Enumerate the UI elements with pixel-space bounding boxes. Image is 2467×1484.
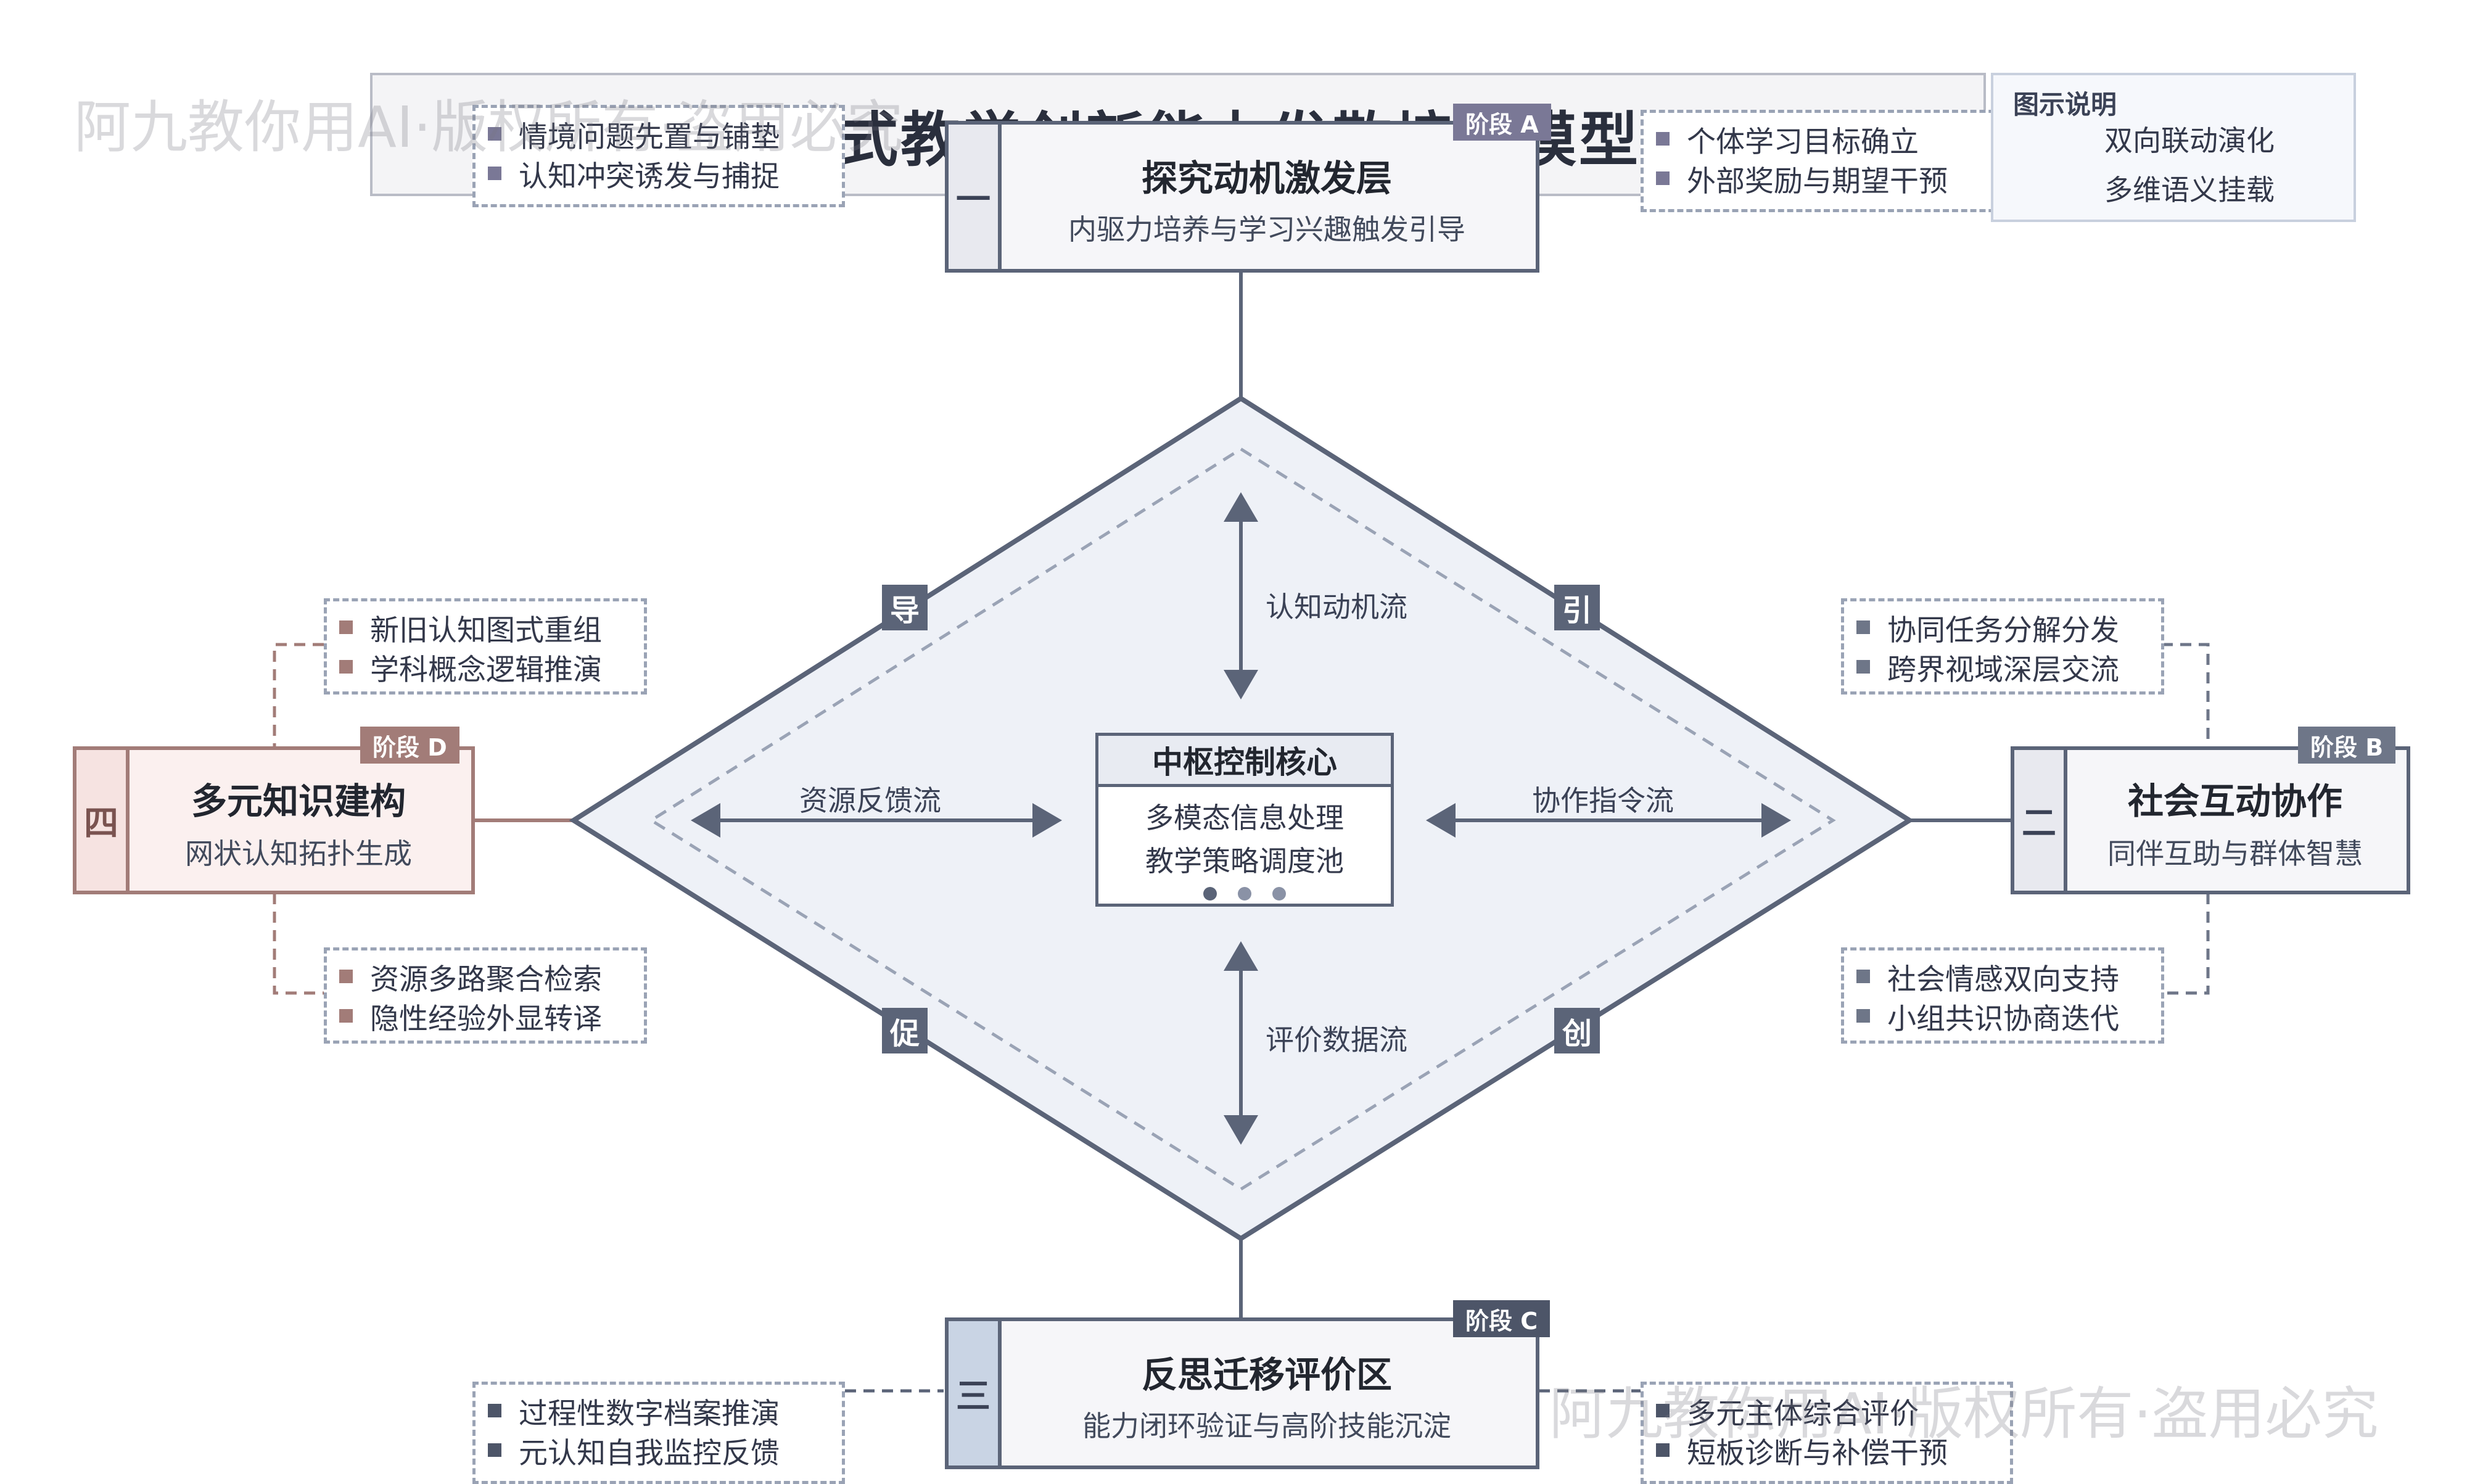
stage-b-number: 二 xyxy=(2014,750,2067,891)
watermark-top: 阿九教你用AI·版权所有·盗用必究 xyxy=(74,94,904,160)
stage-a-right-item-1: 个体学习目标确立 xyxy=(1687,125,1919,159)
hub-line-1: 多模态信息处理 xyxy=(1145,801,1344,835)
stage-c-node: 三 反思迁移评价区 能力闭环验证与高阶技能沉淀 xyxy=(945,1317,1539,1469)
legend-dashed-label: 多维语义挂载 xyxy=(2104,173,2275,207)
stage-c-right-item-1: 多元主体综合评价 xyxy=(1687,1396,1919,1431)
arrow-top xyxy=(1224,492,1258,699)
corner-marker-nw: 导 xyxy=(882,585,928,630)
stage-a-subtitle: 内驱力培养与学习兴趣触发引导 xyxy=(1068,213,1465,246)
legend: 图示说明 双向联动演化 多维语义挂载 xyxy=(1991,73,2356,222)
stage-d-node: 四 多元知识建构 网状认知拓扑生成 xyxy=(73,746,475,894)
stage-c-subtitle: 能力闭环验证与高阶技能沉淀 xyxy=(1082,1409,1451,1443)
legend-solid-label: 双向联动演化 xyxy=(2104,124,2275,157)
arrow-right xyxy=(1426,803,1791,838)
link-left-bottom xyxy=(273,893,324,995)
stage-a-right-box: 个体学习目标确立 外部奖励与期望干预 xyxy=(1641,110,2013,212)
stage-d-top-item-1: 新旧认知图式重组 xyxy=(370,613,602,648)
stage-c-left-item-1: 过程性数字档案推演 xyxy=(519,1396,780,1431)
stage-a-badge: 阶段 A xyxy=(1453,104,1551,141)
legend-title: 图示说明 xyxy=(2013,89,2117,120)
hub-dot-3 xyxy=(1272,887,1286,901)
stage-a-left-item-1: 情境问题先置与铺垫 xyxy=(519,120,780,154)
stage-a-number: 一 xyxy=(949,125,1002,269)
stage-d-top-box: 新旧认知图式重组 学科概念逻辑推演 xyxy=(324,598,647,695)
flow-label-left: 资源反馈流 xyxy=(799,784,941,817)
stage-d-bottom-item-2: 隐性经验外显转译 xyxy=(370,1002,602,1036)
stage-b-badge: 阶段 B xyxy=(2298,727,2396,764)
hub-dot-2 xyxy=(1238,887,1251,901)
central-hub: 中枢控制核心 多模态信息处理 教学策略调度池 xyxy=(1095,733,1394,907)
stage-b-top-box: 协同任务分解分发 跨界视域深层交流 xyxy=(1841,598,2164,695)
stage-d-title: 多元知识建构 xyxy=(191,780,406,822)
stage-b-top-item-2: 跨界视域深层交流 xyxy=(1887,653,2119,687)
stage-c-right-item-2: 短板诊断与补偿干预 xyxy=(1687,1436,1948,1470)
stage-b-top-item-1: 协同任务分解分发 xyxy=(1887,613,2119,648)
hub-dot-1 xyxy=(1203,887,1217,901)
corner-marker-sw: 促 xyxy=(882,1008,928,1053)
flow-label-bottom: 评价数据流 xyxy=(1266,1023,1407,1057)
stage-c-title: 反思迁移评价区 xyxy=(1141,1354,1392,1396)
stage-a-title: 探究动机激发层 xyxy=(1141,157,1392,199)
stage-c-left-item-2: 元认知自我监控反馈 xyxy=(519,1436,780,1470)
stage-b-bottom-box: 社会情感双向支持 小组共识协商迭代 xyxy=(1841,947,2164,1044)
link-left-top xyxy=(273,643,324,746)
stage-a-right-item-2: 外部奖励与期望干预 xyxy=(1687,164,1948,199)
flow-label-top: 认知动机流 xyxy=(1266,590,1407,624)
stage-d-subtitle: 网状认知拓扑生成 xyxy=(185,837,412,870)
stage-b-bottom-item-2: 小组共识协商迭代 xyxy=(1887,1002,2119,1036)
corner-marker-ne: 引 xyxy=(1554,585,1600,630)
corner-marker-se: 创 xyxy=(1554,1008,1600,1053)
stage-d-top-item-2: 学科概念逻辑推演 xyxy=(370,653,602,687)
stage-b-subtitle: 同伴互助与群体智慧 xyxy=(2107,837,2363,870)
stage-b-title: 社会互动协作 xyxy=(2127,780,2342,822)
stage-d-badge: 阶段 D xyxy=(360,727,459,764)
stage-a-node: 一 探究动机激发层 内驱力培养与学习兴趣触发引导 xyxy=(945,121,1539,273)
arrow-left xyxy=(691,803,1062,838)
stage-a-left-item-2: 认知冲突诱发与捕捉 xyxy=(519,159,780,194)
hub-dots xyxy=(1098,887,1391,901)
inner-dashed-diamond xyxy=(648,447,1836,1191)
flow-label-right: 协作指令流 xyxy=(1532,784,1674,817)
stage-a-left-box: 情境问题先置与铺垫 认知冲突诱发与捕捉 xyxy=(472,105,845,207)
stage-b-node: 二 社会互动协作 同伴互助与群体智慧 xyxy=(2011,746,2410,894)
stage-c-number: 三 xyxy=(949,1321,1002,1465)
stage-c-badge: 阶段 C xyxy=(1453,1300,1551,1337)
hub-line-2: 教学策略调度池 xyxy=(1145,844,1344,878)
stage-c-left-box: 过程性数字档案推演 元认知自我监控反馈 xyxy=(472,1382,845,1484)
stage-d-bottom-item-1: 资源多路聚合检索 xyxy=(370,962,602,997)
stage-d-bottom-box: 资源多路聚合检索 隐性经验外显转译 xyxy=(324,947,647,1044)
link-right-bottom xyxy=(2162,893,2210,995)
stage-b-bottom-item-1: 社会情感双向支持 xyxy=(1887,962,2119,997)
stage-d-number: 四 xyxy=(76,750,130,891)
hub-title: 中枢控制核心 xyxy=(1098,736,1391,787)
watermark-bottom: 阿九教你用AI·版权所有·盗用必究 xyxy=(1549,1381,2379,1447)
arrow-bottom xyxy=(1224,941,1258,1145)
link-right-top xyxy=(2162,643,2210,746)
